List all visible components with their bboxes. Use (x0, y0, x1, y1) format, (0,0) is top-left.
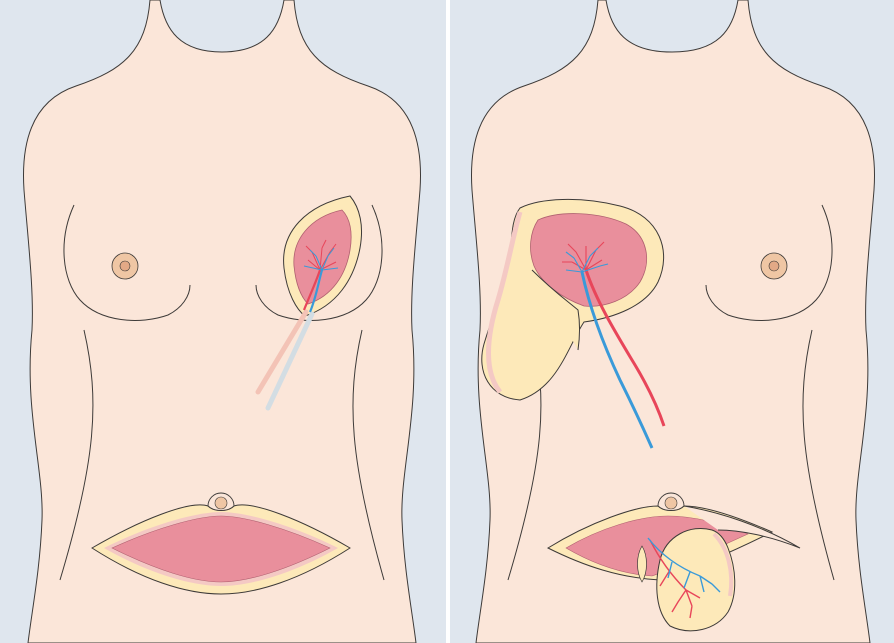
left-umbilicus-center (215, 497, 227, 509)
right-umbilicus-center (665, 497, 677, 509)
panel-divider (446, 0, 450, 643)
right-nipple (769, 261, 779, 271)
right-panel (450, 0, 894, 643)
left-panel (0, 0, 446, 643)
left-nipple (120, 261, 130, 271)
